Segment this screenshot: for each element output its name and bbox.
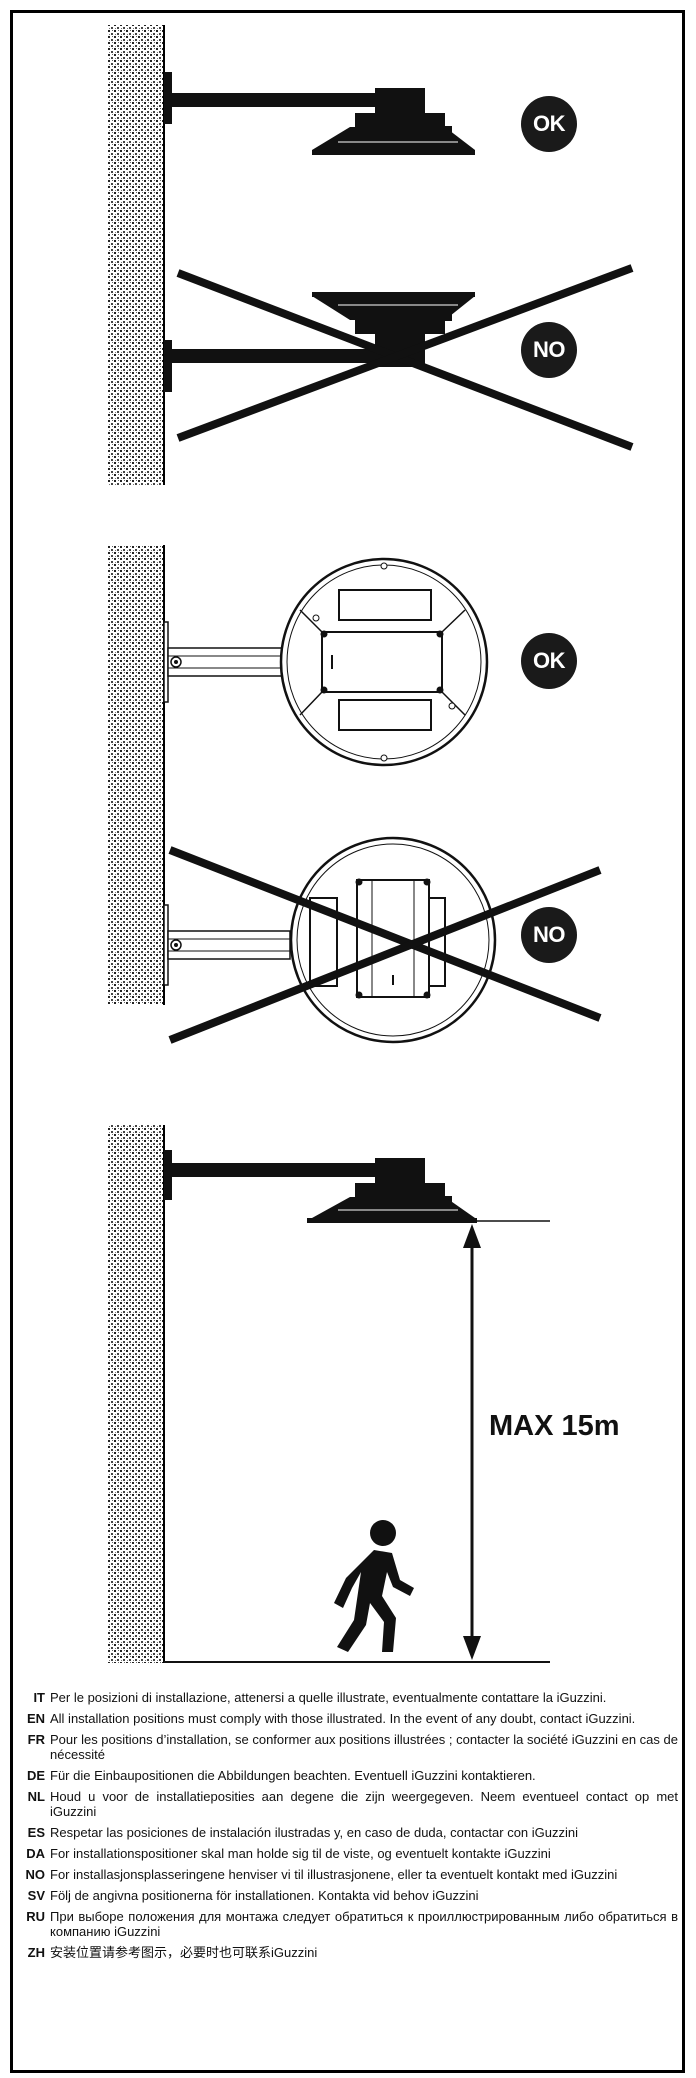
instruction-row: EN All installation positions must compl… — [13, 1711, 678, 1726]
height-dimension-arrow — [463, 1224, 481, 1660]
ok-badge-1: OK — [521, 96, 577, 152]
instruction-row: IT Per le posizioni di installazione, at… — [13, 1690, 678, 1705]
pedestrian-icon — [334, 1520, 414, 1652]
wall-section-3 — [108, 1125, 165, 1663]
instruction-row: DE Für die Einbaupositionen die Abbildun… — [13, 1768, 678, 1783]
no-badge-1: NO — [521, 322, 577, 378]
fixture-ok-side — [164, 72, 475, 155]
instruction-row: ZH 安装位置请参考图示，必要时也可联系iGuzzini — [13, 1945, 678, 1960]
instruction-text: For installasjonsplasseringene henviser … — [50, 1867, 618, 1882]
fixture-ok-top — [163, 557, 489, 767]
language-code: NL — [27, 1789, 45, 1804]
instructions-list: IT Per le posizioni di installazione, at… — [13, 1690, 679, 1966]
instruction-row: NL Houd u voor de installatieposities aa… — [13, 1789, 678, 1819]
no-badge-2: NO — [521, 907, 577, 963]
cross-mark-2 — [168, 846, 602, 1044]
max-height-label: MAX 15m — [489, 1410, 620, 1442]
language-code: DA — [26, 1846, 45, 1861]
instruction-row: DA For installationspositioner skal man … — [13, 1846, 678, 1861]
instruction-text: Per le posizioni di installazione, atten… — [50, 1690, 607, 1705]
fixture-mounted-height — [164, 1150, 550, 1223]
instruction-row: RU При выборе положения для монтажа след… — [13, 1909, 678, 1939]
instruction-text: Pour les positions d’installation, se co… — [50, 1732, 678, 1762]
instruction-row: FR Pour les positions d’installation, se… — [13, 1732, 678, 1762]
wall-section-2 — [108, 545, 165, 1005]
language-code: EN — [26, 1711, 45, 1726]
cross-mark-1 — [176, 264, 634, 451]
language-code: DE — [26, 1768, 45, 1783]
language-code: FR — [27, 1732, 45, 1747]
language-code: IT — [33, 1690, 45, 1705]
language-code: NO — [25, 1867, 46, 1882]
instruction-text: For installationspositioner skal man hol… — [50, 1846, 551, 1861]
instruction-text: Respetar las posiciones de instalación i… — [50, 1825, 578, 1840]
language-code: RU — [26, 1909, 45, 1924]
language-code: ZH — [27, 1945, 45, 1960]
language-code: ES — [27, 1825, 45, 1840]
instruction-text: All installation positions must comply w… — [50, 1711, 636, 1726]
instruction-text: Für die Einbaupositionen die Abbildungen… — [50, 1768, 536, 1783]
language-code: SV — [27, 1888, 45, 1903]
instruction-text: 安装位置请参考图示，必要时也可联系iGuzzini — [50, 1945, 318, 1960]
wall-section-1 — [108, 25, 165, 485]
instruction-text: Houd u voor de installatieposities aan d… — [50, 1789, 678, 1819]
instruction-row: SV Följ de angivna positionerna för inst… — [13, 1888, 678, 1903]
ok-badge-2: OK — [521, 633, 577, 689]
instruction-text: Följ de angivna positionerna för install… — [50, 1888, 479, 1903]
instruction-text: При выборе положения для монтажа следует… — [50, 1909, 678, 1939]
instruction-row: NO For installasjonsplasseringene henvis… — [13, 1867, 678, 1882]
instruction-row: ES Respetar las posiciones de instalació… — [13, 1825, 678, 1840]
